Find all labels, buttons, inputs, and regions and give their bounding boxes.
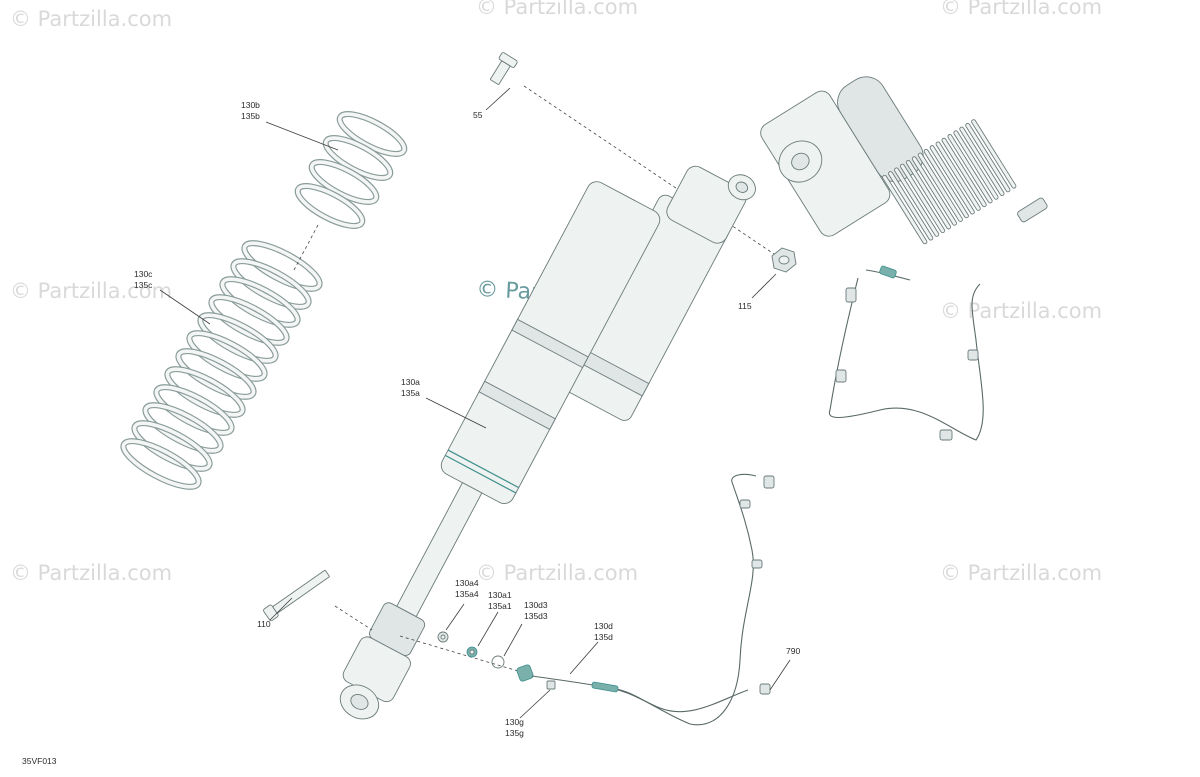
watermark-bottom-center: © Partzilla.com: [476, 561, 638, 585]
callout-110: 110: [257, 619, 271, 629]
callout-labels: 130b 135b 130c 135c 130a 135a 55 115 110…: [22, 100, 800, 766]
callout-130c: 130c: [134, 269, 153, 279]
lower-bolt: [263, 569, 330, 622]
callout-130b: 130b: [241, 100, 260, 110]
callout-135d3: 135d3: [524, 611, 548, 621]
callout-135a1: 135a1: [488, 601, 512, 611]
callout-130g: 130g: [505, 717, 524, 727]
callout-130a4: 130a4: [455, 578, 479, 588]
callout-135d: 135d: [594, 632, 613, 642]
callout-130a1: 130a1: [488, 590, 512, 600]
upper-bolt: [490, 52, 518, 85]
callout-135a: 135a: [401, 388, 420, 398]
callout-135b: 135b: [241, 111, 260, 121]
watermark-top-center: © Partzilla.com: [476, 0, 638, 19]
callout-130a: 130a: [401, 377, 420, 387]
watermark-mid-right: © Partzilla.com: [940, 299, 1102, 323]
watermark-top-left: © Partzilla.com: [10, 7, 172, 31]
lower-hardware-axis-line: [399, 635, 529, 675]
drawing-code: 35VF013: [22, 756, 57, 766]
callout-135c: 135c: [134, 280, 153, 290]
fitting: [546, 680, 556, 690]
leader-lines: [159, 87, 791, 719]
callout-135a4: 135a4: [455, 589, 479, 599]
watermark-mid-left: © Partzilla.com: [10, 279, 172, 303]
sensor-connector: [516, 664, 534, 682]
spacer: [437, 631, 449, 643]
bushing: [466, 646, 478, 658]
callout-55: 55: [473, 110, 483, 120]
spring-axis-line: [293, 224, 319, 271]
lower-bolt-axis-line: [334, 605, 373, 631]
ring: [491, 655, 505, 669]
callout-790: 790: [786, 646, 800, 656]
callout-115: 115: [738, 301, 752, 311]
watermark-top-right: © Partzilla.com: [940, 0, 1102, 19]
sensor-cable: [531, 473, 775, 726]
callout-130d3: 130d3: [524, 600, 548, 610]
callout-135g: 135g: [505, 728, 524, 738]
watermark-bottom-right: © Partzilla.com: [940, 561, 1102, 585]
shock-absorber: [339, 165, 756, 720]
assembled-shock: [760, 76, 1048, 441]
callout-130d: 130d: [594, 621, 613, 631]
watermark-bottom-left: © Partzilla.com: [10, 561, 172, 585]
upper-nut: [771, 247, 797, 273]
coil-spring: [120, 111, 408, 490]
